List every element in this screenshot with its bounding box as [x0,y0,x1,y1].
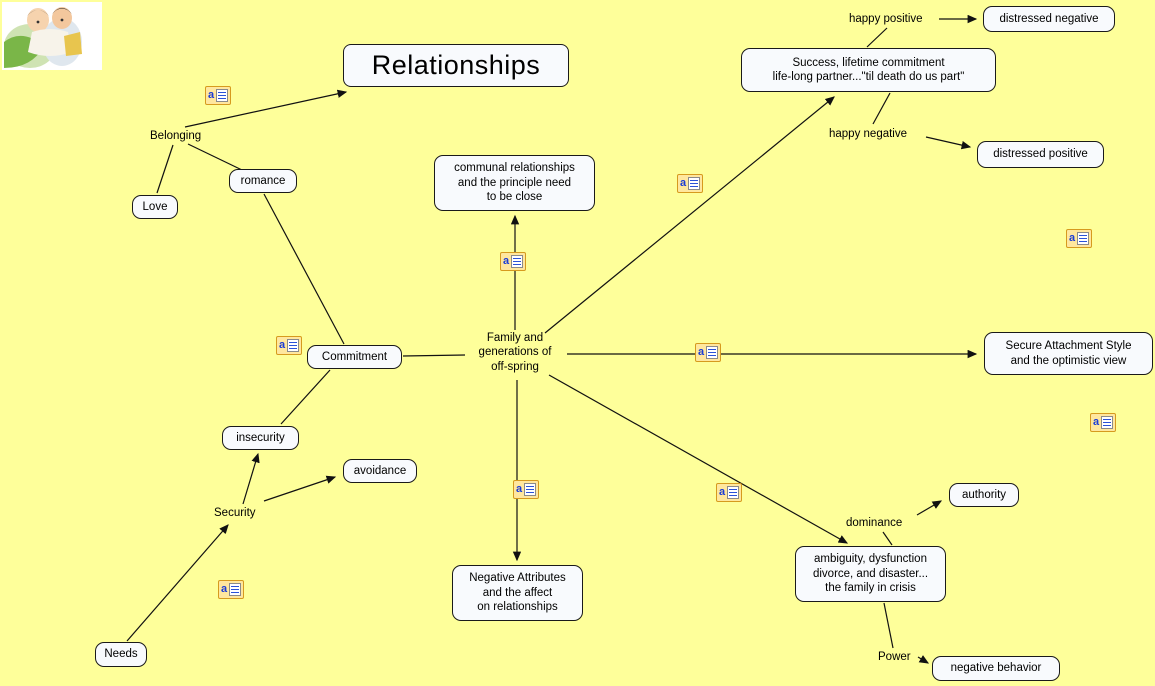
connector-success-happy-negative [872,92,891,125]
label-belonging[interactable]: Belonging [150,130,202,142]
document-icon [688,177,700,190]
document-icon [511,255,523,268]
resource-link-icon[interactable]: a [716,483,742,502]
node-commitment[interactable]: Commitment [307,345,402,369]
connector-happy-negative-distressed-positive [925,136,972,150]
resource-icon-letter: a [221,583,228,595]
label-power[interactable]: Power [878,651,911,663]
label-happy-positive[interactable]: happy positive [849,13,923,25]
connector-belonging-love [156,144,174,194]
node-distressed-negative[interactable]: distressed negative [983,6,1115,32]
document-icon [1077,232,1089,245]
resource-icon-letter: a [1093,416,1100,428]
node-ambiguity-dysfunction[interactable]: ambiguity, dysfunction divorce, and disa… [795,546,946,602]
resource-link-icon[interactable]: a [695,343,721,362]
connector-commitment-insecurity [280,369,331,425]
document-icon [229,583,241,596]
document-icon [524,483,536,496]
node-negative-attributes[interactable]: Negative Attributes and the affect on re… [452,565,583,621]
resource-icon-letter: a [208,89,215,101]
resource-link-icon[interactable]: a [1066,229,1092,248]
node-needs[interactable]: Needs [95,642,147,667]
connector-ambiguity-power [883,602,894,649]
label-happy-negative[interactable]: happy negative [829,128,908,140]
resource-link-icon[interactable]: a [677,174,703,193]
resource-icon-letter: a [1069,232,1076,244]
resource-icon-letter: a [698,346,705,358]
resource-link-icon[interactable]: a [500,252,526,271]
resource-link-icon[interactable]: a [205,86,231,105]
node-distressed-positive[interactable]: distressed positive [977,141,1104,168]
node-negative-behavior[interactable]: negative behavior [932,656,1060,681]
document-icon [216,89,228,102]
document-icon [287,339,299,352]
node-love[interactable]: Love [132,195,178,219]
node-insecurity[interactable]: insecurity [222,426,299,450]
connector-dominance-authority [916,500,943,516]
connector-family-ambiguity [548,374,849,544]
connector-belonging-romance [187,143,243,171]
label-family-generations[interactable]: Family and generations of off-spring [478,332,552,373]
node-relationships-title[interactable]: Relationships [343,44,569,87]
connector-ambiguity-dominance [882,531,893,546]
resource-icon-letter: a [503,255,510,267]
connector-family-success [544,96,835,334]
connector-security-avoidance [263,475,337,502]
document-icon [706,346,718,359]
node-success-lifetime-commitment[interactable]: Success, lifetime commitment life-long p… [741,48,996,92]
connector-security-insecurity [242,452,260,505]
resource-link-icon[interactable]: a [276,336,302,355]
resource-link-icon[interactable]: a [218,580,244,599]
node-avoidance[interactable]: avoidance [343,459,417,483]
connector-power-negative-behavior [917,655,930,664]
resource-icon-letter: a [516,483,523,495]
resource-icon-letter: a [719,486,726,498]
document-icon [727,486,739,499]
resource-link-icon[interactable]: a [1090,413,1116,432]
connector-needs-security [126,524,229,642]
resource-icon-letter: a [680,177,687,189]
connector-romance-commitment [263,193,345,345]
node-secure-attachment-style[interactable]: Secure Attachment Style and the optimist… [984,332,1153,375]
connector-success-happy-positive [866,27,888,48]
family-clipart-image[interactable] [2,2,102,70]
connector-commitment-family [402,354,466,357]
resource-link-icon[interactable]: a [513,480,539,499]
label-dominance[interactable]: dominance [846,517,903,529]
node-authority[interactable]: authority [949,483,1019,507]
node-communal-relationships[interactable]: communal relationships and the principle… [434,155,595,211]
label-security[interactable]: Security [214,507,256,519]
node-romance[interactable]: romance [229,169,297,193]
resource-icon-letter: a [279,339,286,351]
document-icon [1101,416,1113,429]
